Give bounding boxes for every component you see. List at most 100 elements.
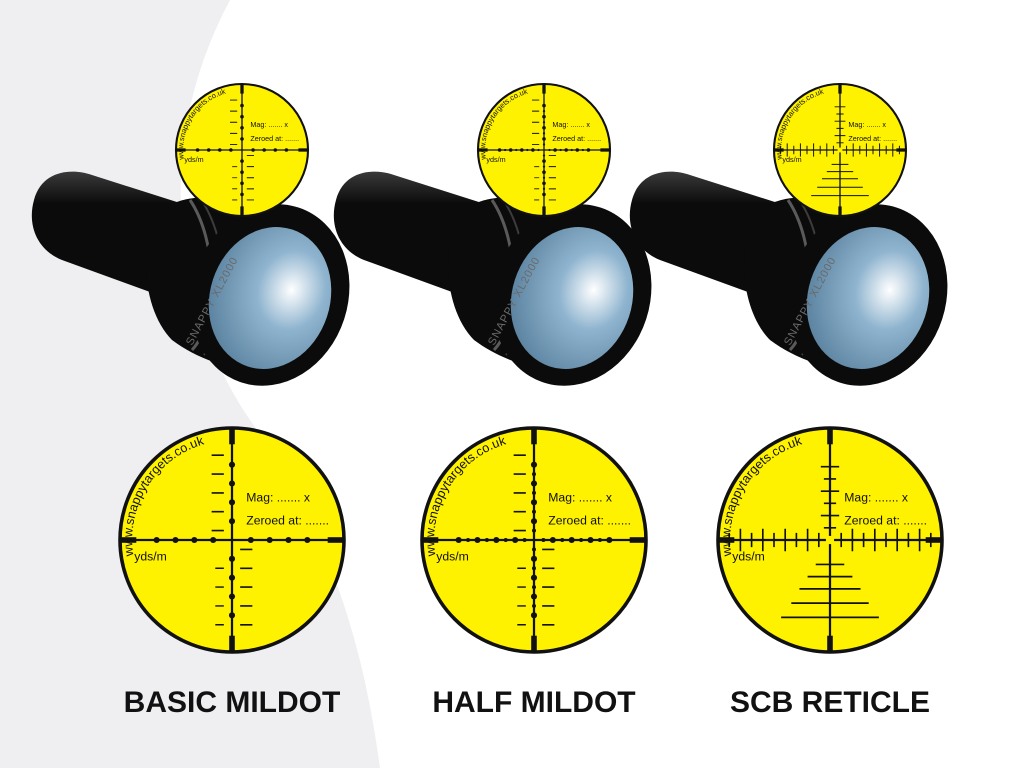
half-mil-dot	[532, 585, 536, 590]
mil-dot	[530, 518, 538, 525]
half-mil-dot	[542, 121, 546, 124]
zeroed-label: Zeroed at: .......	[548, 514, 631, 528]
post-bottom	[229, 635, 235, 652]
mil-dot	[553, 148, 557, 152]
zeroed-label: Zeroed at: .......	[246, 514, 329, 528]
mil-dot	[530, 480, 538, 487]
post-left	[774, 148, 784, 152]
post-right	[298, 148, 308, 152]
mil-dot	[531, 148, 535, 152]
reticle-marks	[422, 428, 646, 652]
half-mil-dot	[503, 538, 508, 542]
mag-label: Mag: ....... x	[548, 490, 612, 504]
mil-dot	[530, 461, 538, 468]
mil-dot	[542, 137, 546, 141]
panel-label-half-mildot: HALF MILDOT	[432, 686, 636, 719]
half-mil-dot	[466, 538, 471, 542]
half-mil-dot	[532, 566, 536, 571]
post-left	[422, 537, 439, 543]
mil-dot	[240, 137, 244, 141]
half-mil-dot	[542, 154, 546, 157]
post-top	[229, 428, 235, 445]
mil-dot	[493, 536, 500, 544]
reticle-marks	[176, 84, 308, 216]
mil-dot	[247, 536, 254, 544]
mil-dot	[542, 181, 546, 186]
mil-dot	[240, 192, 244, 197]
half-mil-dot	[532, 472, 536, 477]
mil-dot	[512, 536, 519, 544]
mil-dot	[262, 148, 266, 152]
mil-dot	[195, 148, 200, 152]
half-mil-dot	[597, 538, 602, 542]
post-left	[478, 148, 488, 152]
post-bottom	[838, 206, 842, 216]
scope-group: SNAPPY XL2000www.snappytargets.co.ukMag:…	[333, 82, 652, 386]
post-bottom	[531, 635, 537, 652]
post-right	[327, 537, 344, 543]
mil-dot	[542, 126, 546, 130]
half-mil-dot	[542, 143, 546, 146]
center-gap	[825, 535, 835, 545]
mil-dot	[240, 170, 244, 174]
half-mil-dot	[579, 538, 584, 542]
half-mil-dot	[542, 187, 546, 191]
half-mil-dot	[515, 148, 518, 152]
scope-lens	[510, 227, 634, 369]
mil-dot	[587, 536, 594, 544]
post-top	[240, 84, 244, 94]
mil-dot	[530, 499, 538, 506]
mil-dot	[304, 536, 311, 544]
post-left	[718, 537, 735, 543]
mil-dot	[520, 148, 524, 152]
units-label: yds/m	[184, 155, 203, 164]
mil-dot	[530, 574, 538, 581]
mil-dot	[228, 480, 236, 487]
post-right	[600, 148, 610, 152]
mil-dot	[228, 461, 236, 468]
half-mil-dot	[532, 547, 536, 552]
mil-dot	[218, 148, 222, 152]
half-mil-dot	[570, 148, 573, 152]
units-label: yds/m	[436, 549, 469, 563]
mil-dot	[564, 148, 568, 152]
mil-dot	[497, 148, 502, 152]
mil-dot	[568, 536, 575, 544]
mil-dot	[542, 159, 546, 163]
half-mil-dot	[532, 490, 536, 495]
zeroed-label: Zeroed at: .......	[848, 134, 897, 143]
mil-dot	[549, 536, 556, 544]
mil-dot	[228, 499, 236, 506]
post-left	[176, 148, 186, 152]
scope-lens	[806, 227, 930, 369]
half-mil-dot	[503, 148, 507, 152]
zeroed-label: Zeroed at: .......	[552, 134, 601, 143]
post-right	[896, 148, 906, 152]
post-top	[827, 428, 833, 445]
half-mil-dot	[560, 538, 565, 542]
mil-dot	[228, 612, 236, 619]
half-mil-dot	[581, 148, 585, 152]
mil-dot	[228, 574, 236, 581]
mil-dot	[266, 536, 273, 544]
panel-label-scb-reticle: SCB RETICLE	[729, 686, 930, 719]
mag-label: Mag: ....... x	[552, 120, 590, 129]
scope-lens	[208, 227, 332, 369]
scope-group: SNAPPY XL2000www.snappytargets.co.ukMag:…	[629, 82, 948, 386]
mil-dot	[474, 536, 481, 544]
center-gap	[837, 147, 843, 153]
mil-dot	[240, 181, 244, 186]
mil-dot	[240, 114, 244, 119]
mil-dot	[206, 148, 211, 152]
half-mil-dot	[522, 538, 527, 542]
